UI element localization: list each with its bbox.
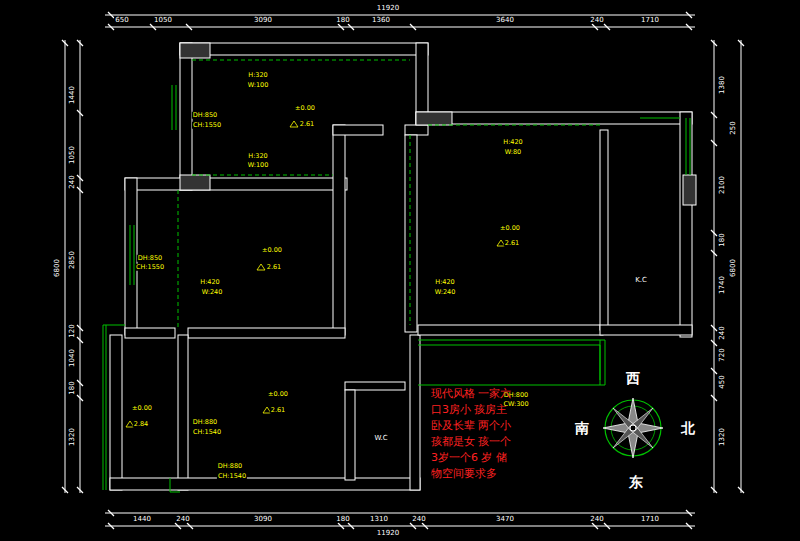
room-annotation: 2.84	[133, 421, 149, 428]
walls	[110, 43, 692, 490]
dimension-text: 2850	[69, 250, 76, 270]
dimension-text: 240	[589, 17, 604, 24]
compass-direction: 东	[628, 475, 644, 489]
dimension-text: 6800	[730, 258, 737, 278]
room-annotation: DH:880	[192, 419, 219, 426]
compass-direction: 南	[574, 421, 590, 435]
compass	[603, 398, 663, 458]
room-annotation: H:320	[247, 153, 268, 160]
dimension-text: 3090	[253, 17, 273, 24]
dimension-text: 1040	[69, 348, 76, 368]
dimension-text: 1740	[719, 275, 726, 295]
dimension-text: 180	[69, 380, 76, 395]
room-annotation: CH:1540	[217, 473, 247, 480]
level-marks	[126, 121, 505, 427]
room-annotation: ±0.00	[131, 405, 153, 412]
room-annotation: W:100	[247, 162, 270, 169]
dimension-text: 2100	[719, 175, 726, 195]
compass-direction: 北	[680, 421, 696, 435]
dimension-text: 120	[69, 323, 76, 338]
dimension-text: 3090	[253, 516, 273, 523]
room-annotation: W:100	[247, 82, 270, 89]
dimension-lines	[62, 12, 744, 529]
dashed-lines	[178, 60, 600, 330]
dimension-text: 240	[589, 516, 604, 523]
room-annotation: H:420	[502, 139, 523, 146]
dimension-text: 180	[335, 516, 350, 523]
dimension-text: 240	[175, 516, 190, 523]
room-annotation: ±0.00	[499, 225, 521, 232]
dimension-text: 720	[719, 347, 726, 362]
dimension-text: 6800	[54, 258, 61, 278]
room-annotation: DH:850	[137, 255, 164, 262]
dimension-text: 1050	[69, 145, 76, 165]
dimension-text: 1710	[640, 516, 660, 523]
dimension-text: 1320	[719, 427, 726, 447]
dimension-text: 1320	[69, 427, 76, 447]
room-annotation: W:240	[434, 289, 457, 296]
dimension-text: 650	[114, 17, 129, 24]
windows	[103, 85, 690, 492]
room-annotation: CH:1540	[192, 429, 222, 436]
room-annotation: H:420	[199, 279, 220, 286]
dimension-text: 1440	[132, 516, 152, 523]
design-note: 现代风格 一家六口3房小 孩房主卧及长辈 两个小孩都是女 孩一个3岁一个6 岁 …	[430, 386, 518, 482]
dimension-text: 180	[335, 17, 350, 24]
dimension-text: 1710	[640, 17, 660, 24]
dimension-text: 180	[719, 232, 726, 247]
dimension-text: 11920	[376, 530, 400, 537]
room-annotation: CH:1550	[135, 264, 165, 271]
room-annotation: 2.61	[299, 121, 315, 128]
room-annotation: H:320	[247, 72, 268, 79]
room-annotation: ±0.00	[294, 105, 316, 112]
dimension-text: 240	[411, 516, 426, 523]
room-annotation: DH:850	[192, 112, 219, 119]
room-annotation: ±0.00	[261, 247, 283, 254]
dimension-text: 450	[719, 374, 726, 389]
dimension-text: 1360	[371, 17, 391, 24]
room-name: W.C	[373, 435, 388, 442]
room-annotation: DH:880	[217, 463, 244, 470]
dimension-text: 1380	[719, 75, 726, 95]
room-annotation: 2.61	[504, 240, 520, 247]
dimension-text: 1050	[153, 17, 173, 24]
dimension-text: 250	[730, 120, 737, 135]
dimension-text: 3470	[495, 516, 515, 523]
dimension-text: 1310	[369, 516, 389, 523]
dimension-text: 11920	[376, 5, 400, 12]
room-name: K.C	[634, 277, 648, 284]
dimension-text: 240	[69, 174, 76, 189]
room-annotation: 2.61	[270, 407, 286, 414]
room-annotation: ±0.00	[267, 391, 289, 398]
compass-direction: 西	[625, 371, 641, 385]
room-annotation: H:420	[434, 279, 455, 286]
dimension-text: 3640	[495, 17, 515, 24]
room-annotation: W:240	[201, 289, 224, 296]
dimension-text: 240	[719, 325, 726, 340]
room-annotation: W:80	[504, 149, 523, 156]
room-annotation: 2.61	[266, 264, 282, 271]
room-annotation: CH:1550	[192, 122, 222, 129]
columns	[180, 43, 696, 205]
dimension-text: 1440	[69, 85, 76, 105]
